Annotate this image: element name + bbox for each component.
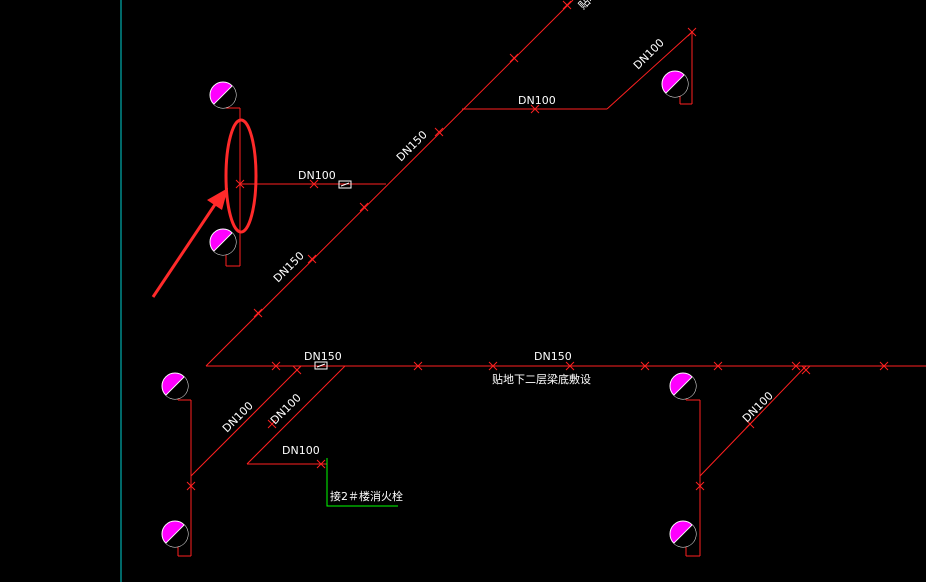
diag-left-a [190, 365, 302, 477]
label-dn150-main-right: DN150 [534, 350, 572, 363]
valve-marker [801, 365, 811, 375]
valve-marker [509, 53, 519, 63]
diag-left-b [246, 365, 346, 465]
valve-marker [530, 104, 540, 114]
valve-marker [253, 308, 263, 318]
valve-marker [687, 27, 697, 37]
hydrant-symbol [161, 372, 189, 400]
annotation-arrow-head [207, 188, 228, 210]
valve-marker [695, 481, 705, 491]
valve-marker [235, 179, 245, 189]
label-dn100-top: DN100 [298, 169, 336, 182]
label-dn150-diag-mid: DN150 [271, 249, 307, 285]
hydrant-symbol [209, 81, 237, 109]
hydrant-symbol [161, 520, 189, 548]
hydrant-symbol [669, 372, 697, 400]
fitting-box-lower [314, 361, 328, 370]
main-riser-diagonal [205, 0, 574, 367]
fitting-box-lower-slash [316, 363, 326, 368]
valve-marker [267, 419, 277, 429]
highlight-ellipse [224, 118, 258, 234]
valve-marker [640, 361, 650, 371]
valve-marker [745, 419, 755, 429]
label-dn100-upper-right-h: DN100 [518, 94, 556, 107]
label-dn100-upper-right-diag: DN100 [631, 36, 667, 72]
valve-marker [413, 361, 423, 371]
valve-marker [879, 361, 889, 371]
valve-marker [562, 0, 572, 10]
hydrant-symbol [669, 520, 697, 548]
valve-marker [713, 361, 723, 371]
hydrant-symbol [661, 70, 689, 98]
label-dn150-diag-upper: DN150 [394, 128, 430, 164]
label-main-note: 贴地下二层梁底敷设 [492, 372, 591, 386]
branch-upper-right-d [606, 31, 693, 110]
valve-marker [359, 202, 369, 212]
valve-marker [292, 365, 302, 375]
pipes [177, 0, 926, 557]
valve-marker [186, 481, 196, 491]
label-dn100-bottom: DN100 [282, 444, 320, 457]
hydrant-symbol [209, 228, 237, 256]
fitting-box-upper [338, 180, 352, 189]
label-dn150-main-left: DN150 [304, 350, 342, 363]
valve-marker [271, 361, 281, 371]
valve-marker [434, 127, 444, 137]
label-dn100-left-b: DN100 [268, 391, 304, 427]
label-top-cut: 贴地 [575, 0, 600, 12]
valve-marker [488, 361, 498, 371]
annotation-arrow-shaft [151, 202, 218, 298]
valve-markers [186, 0, 889, 491]
valve-marker [309, 179, 319, 189]
valve-marker [565, 361, 575, 371]
connector-line [326, 458, 398, 507]
fitting-box-upper-slash [340, 182, 350, 187]
label-dn100-right-diag: DN100 [740, 389, 776, 425]
label-connect-note: 接2＃楼消火栓 [330, 489, 403, 503]
valve-marker [316, 459, 326, 469]
valve-marker [307, 254, 317, 264]
valve-marker [791, 361, 801, 371]
hydrants [161, 70, 697, 548]
